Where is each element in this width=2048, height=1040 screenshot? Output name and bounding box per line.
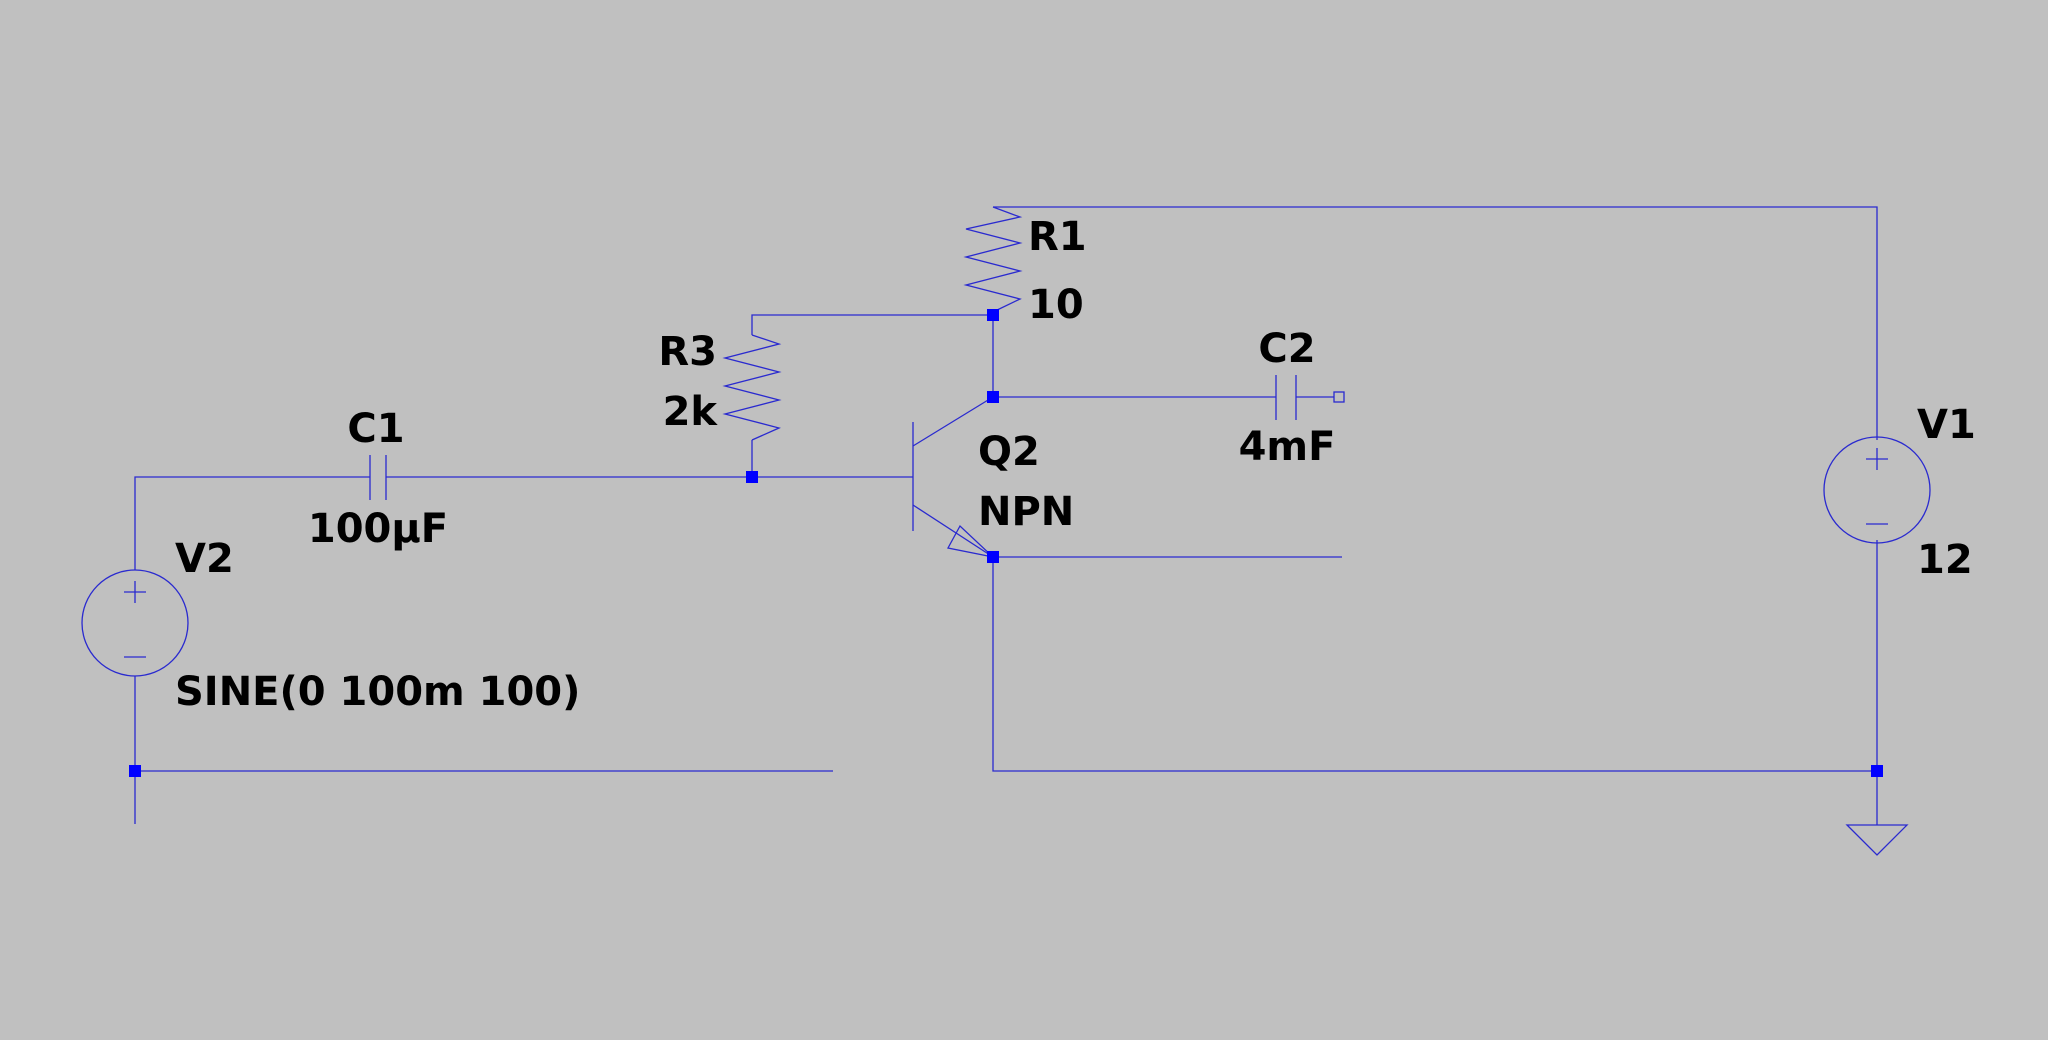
wire-emitter-to-ground[interactable] bbox=[992, 557, 1877, 772]
r1-ref-label: R1 bbox=[1028, 214, 1087, 260]
c2-ref-label: C2 bbox=[1258, 326, 1315, 372]
r1-value-label: 10 bbox=[1028, 282, 1084, 328]
junction-base[interactable] bbox=[746, 471, 758, 483]
v2-ref-label: V2 bbox=[175, 536, 234, 582]
wire-v2-to-c1[interactable] bbox=[134, 476, 370, 570]
resistor-r3[interactable]: R3 2k bbox=[658, 329, 782, 441]
v2-value-label: SINE(0 100m 100) bbox=[175, 669, 580, 715]
junction-r1-bottom[interactable] bbox=[987, 309, 999, 321]
q2-model-label: NPN bbox=[978, 489, 1074, 535]
junction-v2-ground[interactable] bbox=[129, 765, 141, 777]
q2-collector-leg bbox=[912, 396, 994, 447]
q2-ref-label: Q2 bbox=[978, 429, 1040, 475]
wire-r3-top-to-r1[interactable] bbox=[751, 314, 993, 335]
ground-icon bbox=[1845, 824, 1909, 856]
v1-value-label: 12 bbox=[1917, 537, 1973, 583]
v1-circle bbox=[1823, 436, 1931, 544]
junction-collector[interactable] bbox=[987, 391, 999, 403]
transistor-q2[interactable]: Q2 NPN bbox=[912, 396, 1074, 559]
ground-symbol[interactable] bbox=[1845, 824, 1909, 856]
v2-circle bbox=[81, 569, 189, 677]
r3-value-label: 2k bbox=[663, 389, 719, 435]
resistor-r3-zigzag bbox=[722, 334, 782, 441]
wire-top-supply[interactable] bbox=[993, 206, 1878, 440]
c2-output-terminal[interactable] bbox=[1333, 391, 1345, 403]
q2-emitter-leg bbox=[912, 504, 994, 558]
junction-emitter[interactable] bbox=[987, 551, 999, 563]
junctions bbox=[129, 309, 1883, 777]
r3-ref-label: R3 bbox=[658, 329, 717, 375]
q2-emitter-arrow bbox=[947, 524, 996, 559]
c1-value-label: 100µF bbox=[308, 506, 448, 552]
c1-ref-label: C1 bbox=[347, 406, 404, 452]
junction-v1-ground[interactable] bbox=[1871, 765, 1883, 777]
voltage-source-v1[interactable]: V1 12 bbox=[1823, 402, 1976, 583]
c2-value-label: 4mF bbox=[1239, 424, 1336, 470]
resistor-r1[interactable]: R1 10 bbox=[963, 206, 1087, 328]
v1-ref-label: V1 bbox=[1917, 402, 1976, 448]
capacitor-c2[interactable]: C2 4mF bbox=[1239, 326, 1345, 470]
voltage-source-v2[interactable]: V2 SINE(0 100m 100) bbox=[81, 536, 580, 715]
resistor-r1-zigzag bbox=[963, 206, 1023, 313]
wires bbox=[134, 206, 1878, 825]
capacitor-c1[interactable]: C1 100µF bbox=[308, 406, 448, 552]
